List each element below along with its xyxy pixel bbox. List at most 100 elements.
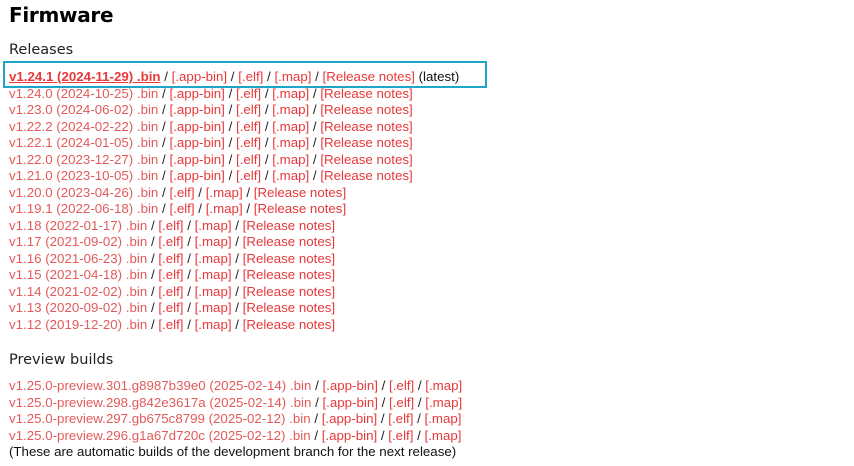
map-link[interactable]: [.map] bbox=[272, 118, 310, 134]
elf-link[interactable]: [.elf] bbox=[158, 217, 184, 233]
app-bin-link[interactable]: [.app-bin] bbox=[169, 85, 225, 101]
map-link[interactable]: [.map] bbox=[194, 300, 232, 315]
app-bin-link[interactable]: [.app-bin] bbox=[169, 102, 225, 117]
map-link[interactable]: [.map] bbox=[425, 394, 463, 410]
elf-link[interactable]: [.elf] bbox=[158, 316, 184, 332]
preview-note: (These are automatic builds of the devel… bbox=[9, 444, 457, 459]
elf-link[interactable]: [.elf] bbox=[158, 234, 184, 249]
app-bin-link[interactable]: [.app-bin] bbox=[169, 168, 225, 183]
map-link[interactable]: [.map] bbox=[272, 102, 310, 117]
app-bin-link[interactable]: [.app-bin] bbox=[321, 411, 378, 426]
release-notes-link[interactable]: [Release notes] bbox=[242, 316, 336, 332]
elf-link[interactable]: [.elf] bbox=[158, 283, 184, 299]
release-notes-link[interactable]: [Release notes] bbox=[242, 217, 336, 233]
bin-link[interactable]: v1.21.0 (2023-10-05) .bin bbox=[9, 168, 159, 183]
release-notes-link[interactable]: [Release notes] bbox=[242, 283, 336, 299]
bin-link[interactable]: v1.13 (2020-09-02) .bin bbox=[9, 300, 148, 315]
map-link[interactable]: [.map] bbox=[194, 267, 232, 282]
release-notes-link[interactable]: [Release notes] bbox=[242, 234, 336, 249]
map-link[interactable]: [.map] bbox=[272, 85, 310, 101]
map-link[interactable]: [.map] bbox=[274, 69, 312, 84]
release-notes-link[interactable]: [Release notes] bbox=[320, 151, 413, 167]
release-notes-link[interactable]: [Release notes] bbox=[320, 118, 413, 134]
bin-link[interactable]: v1.23.0 (2024-06-02) .bin bbox=[9, 102, 159, 117]
elf-link[interactable]: [.elf] bbox=[236, 102, 262, 117]
elf-link[interactable]: [.elf] bbox=[236, 135, 262, 150]
map-link[interactable]: [.map] bbox=[425, 378, 463, 393]
elf-link[interactable]: [.elf] bbox=[389, 394, 415, 410]
bin-link[interactable]: v1.22.0 (2023-12-27) .bin bbox=[9, 151, 159, 167]
map-link[interactable]: [.map] bbox=[194, 316, 232, 332]
map-link[interactable]: [.map] bbox=[205, 201, 243, 216]
elf-link[interactable]: [.elf] bbox=[236, 151, 262, 167]
elf-link[interactable]: [.elf] bbox=[236, 85, 262, 101]
release-notes-link[interactable]: [Release notes] bbox=[320, 168, 413, 183]
elf-link[interactable]: [.elf] bbox=[158, 300, 184, 315]
map-link[interactable]: [.map] bbox=[205, 184, 243, 200]
bin-link[interactable]: v1.16 (2021-06-23) .bin bbox=[9, 250, 148, 266]
map-link[interactable]: [.map] bbox=[424, 411, 462, 426]
release-row: v1.24.0 (2024-10-25) .bin / [.app-bin] /… bbox=[9, 86, 459, 103]
bin-link[interactable]: v1.25.0-preview.296.g1a67d720c (2025-02-… bbox=[9, 427, 311, 443]
map-link[interactable]: [.map] bbox=[424, 427, 462, 443]
bin-link[interactable]: v1.15 (2021-04-18) .bin bbox=[9, 267, 148, 282]
separator: / bbox=[417, 411, 421, 426]
app-bin-link[interactable]: [.app-bin] bbox=[169, 118, 225, 134]
map-link[interactable]: [.map] bbox=[272, 135, 310, 150]
app-bin-link[interactable]: [.app-bin] bbox=[322, 394, 378, 410]
map-link[interactable]: [.map] bbox=[272, 151, 310, 167]
app-bin-link[interactable]: [.app-bin] bbox=[171, 69, 228, 84]
bin-link[interactable]: v1.25.0-preview.301.g8987b39e0 (2025-02-… bbox=[9, 378, 312, 393]
bin-link[interactable]: v1.18 (2022-01-17) .bin bbox=[9, 217, 148, 233]
elf-link[interactable]: [.elf] bbox=[388, 411, 414, 426]
elf-link[interactable]: [.elf] bbox=[158, 250, 184, 266]
bin-link[interactable]: v1.14 (2021-02-02) .bin bbox=[9, 283, 148, 299]
release-notes-link[interactable]: [Release notes] bbox=[242, 300, 336, 315]
elf-link[interactable]: [.elf] bbox=[169, 201, 195, 216]
app-bin-link[interactable]: [.app-bin] bbox=[169, 151, 225, 167]
app-bin-link[interactable]: [.app-bin] bbox=[322, 378, 378, 393]
map-link[interactable]: [.map] bbox=[272, 168, 310, 183]
bin-link[interactable]: v1.22.2 (2024-02-22) .bin bbox=[9, 118, 159, 134]
release-notes-link[interactable]: [Release notes] bbox=[320, 135, 413, 150]
elf-link[interactable]: [.elf] bbox=[236, 118, 262, 134]
map-link[interactable]: [.map] bbox=[194, 250, 232, 266]
elf-link[interactable]: [.elf] bbox=[388, 427, 414, 443]
separator: / bbox=[187, 234, 191, 249]
release-notes-link[interactable]: [Release notes] bbox=[253, 184, 347, 200]
elf-link[interactable]: [.elf] bbox=[169, 184, 195, 200]
separator: / bbox=[228, 135, 233, 150]
elf-link[interactable]: [.elf] bbox=[389, 378, 415, 393]
release-notes-link[interactable]: [Release notes] bbox=[320, 102, 413, 117]
preview-heading: Preview builds bbox=[9, 352, 114, 368]
release-notes-link[interactable]: [Release notes] bbox=[322, 69, 415, 84]
bin-link[interactable]: v1.22.1 (2024-01-05) .bin bbox=[9, 135, 159, 150]
bin-link[interactable]: v1.25.0-preview.298.g842e3617a (2025-02-… bbox=[9, 394, 312, 410]
separator: / bbox=[150, 267, 155, 282]
app-bin-link[interactable]: [.app-bin] bbox=[169, 135, 225, 150]
map-link[interactable]: [.map] bbox=[194, 283, 232, 299]
bin-link[interactable]: v1.24.1 (2024-11-29) .bin bbox=[9, 69, 161, 84]
app-bin-link[interactable]: [.app-bin] bbox=[321, 427, 378, 443]
map-link[interactable]: [.map] bbox=[194, 217, 232, 233]
separator: / bbox=[162, 168, 166, 183]
release-notes-link[interactable]: [Release notes] bbox=[242, 250, 336, 266]
bin-link[interactable]: v1.17 (2021-09-02) .bin bbox=[9, 234, 148, 249]
bin-link[interactable]: v1.12 (2019-12-20) .bin bbox=[9, 316, 148, 332]
bin-link[interactable]: v1.20.0 (2023-04-26) .bin bbox=[9, 184, 159, 200]
elf-link[interactable]: [.elf] bbox=[236, 168, 262, 183]
elf-link[interactable]: [.elf] bbox=[238, 69, 264, 84]
release-notes-link[interactable]: [Release notes] bbox=[320, 85, 413, 101]
elf-link[interactable]: [.elf] bbox=[158, 267, 184, 282]
release-notes-link[interactable]: [Release notes] bbox=[242, 267, 336, 282]
separator: / bbox=[417, 378, 422, 393]
bin-link[interactable]: v1.25.0-preview.297.gb675c8799 (2025-02-… bbox=[9, 411, 311, 426]
release-row: v1.12 (2019-12-20) .bin / [.elf] / [.map… bbox=[9, 317, 459, 334]
release-row: v1.16 (2021-06-23) .bin / [.elf] / [.map… bbox=[9, 251, 459, 268]
bin-link[interactable]: v1.19.1 (2022-06-18) .bin bbox=[9, 201, 159, 216]
map-link[interactable]: [.map] bbox=[194, 234, 232, 249]
release-notes-link[interactable]: [Release notes] bbox=[253, 201, 347, 216]
separator: / bbox=[235, 217, 239, 233]
bin-link[interactable]: v1.24.0 (2024-10-25) .bin bbox=[9, 85, 159, 101]
separator: / bbox=[264, 118, 269, 134]
